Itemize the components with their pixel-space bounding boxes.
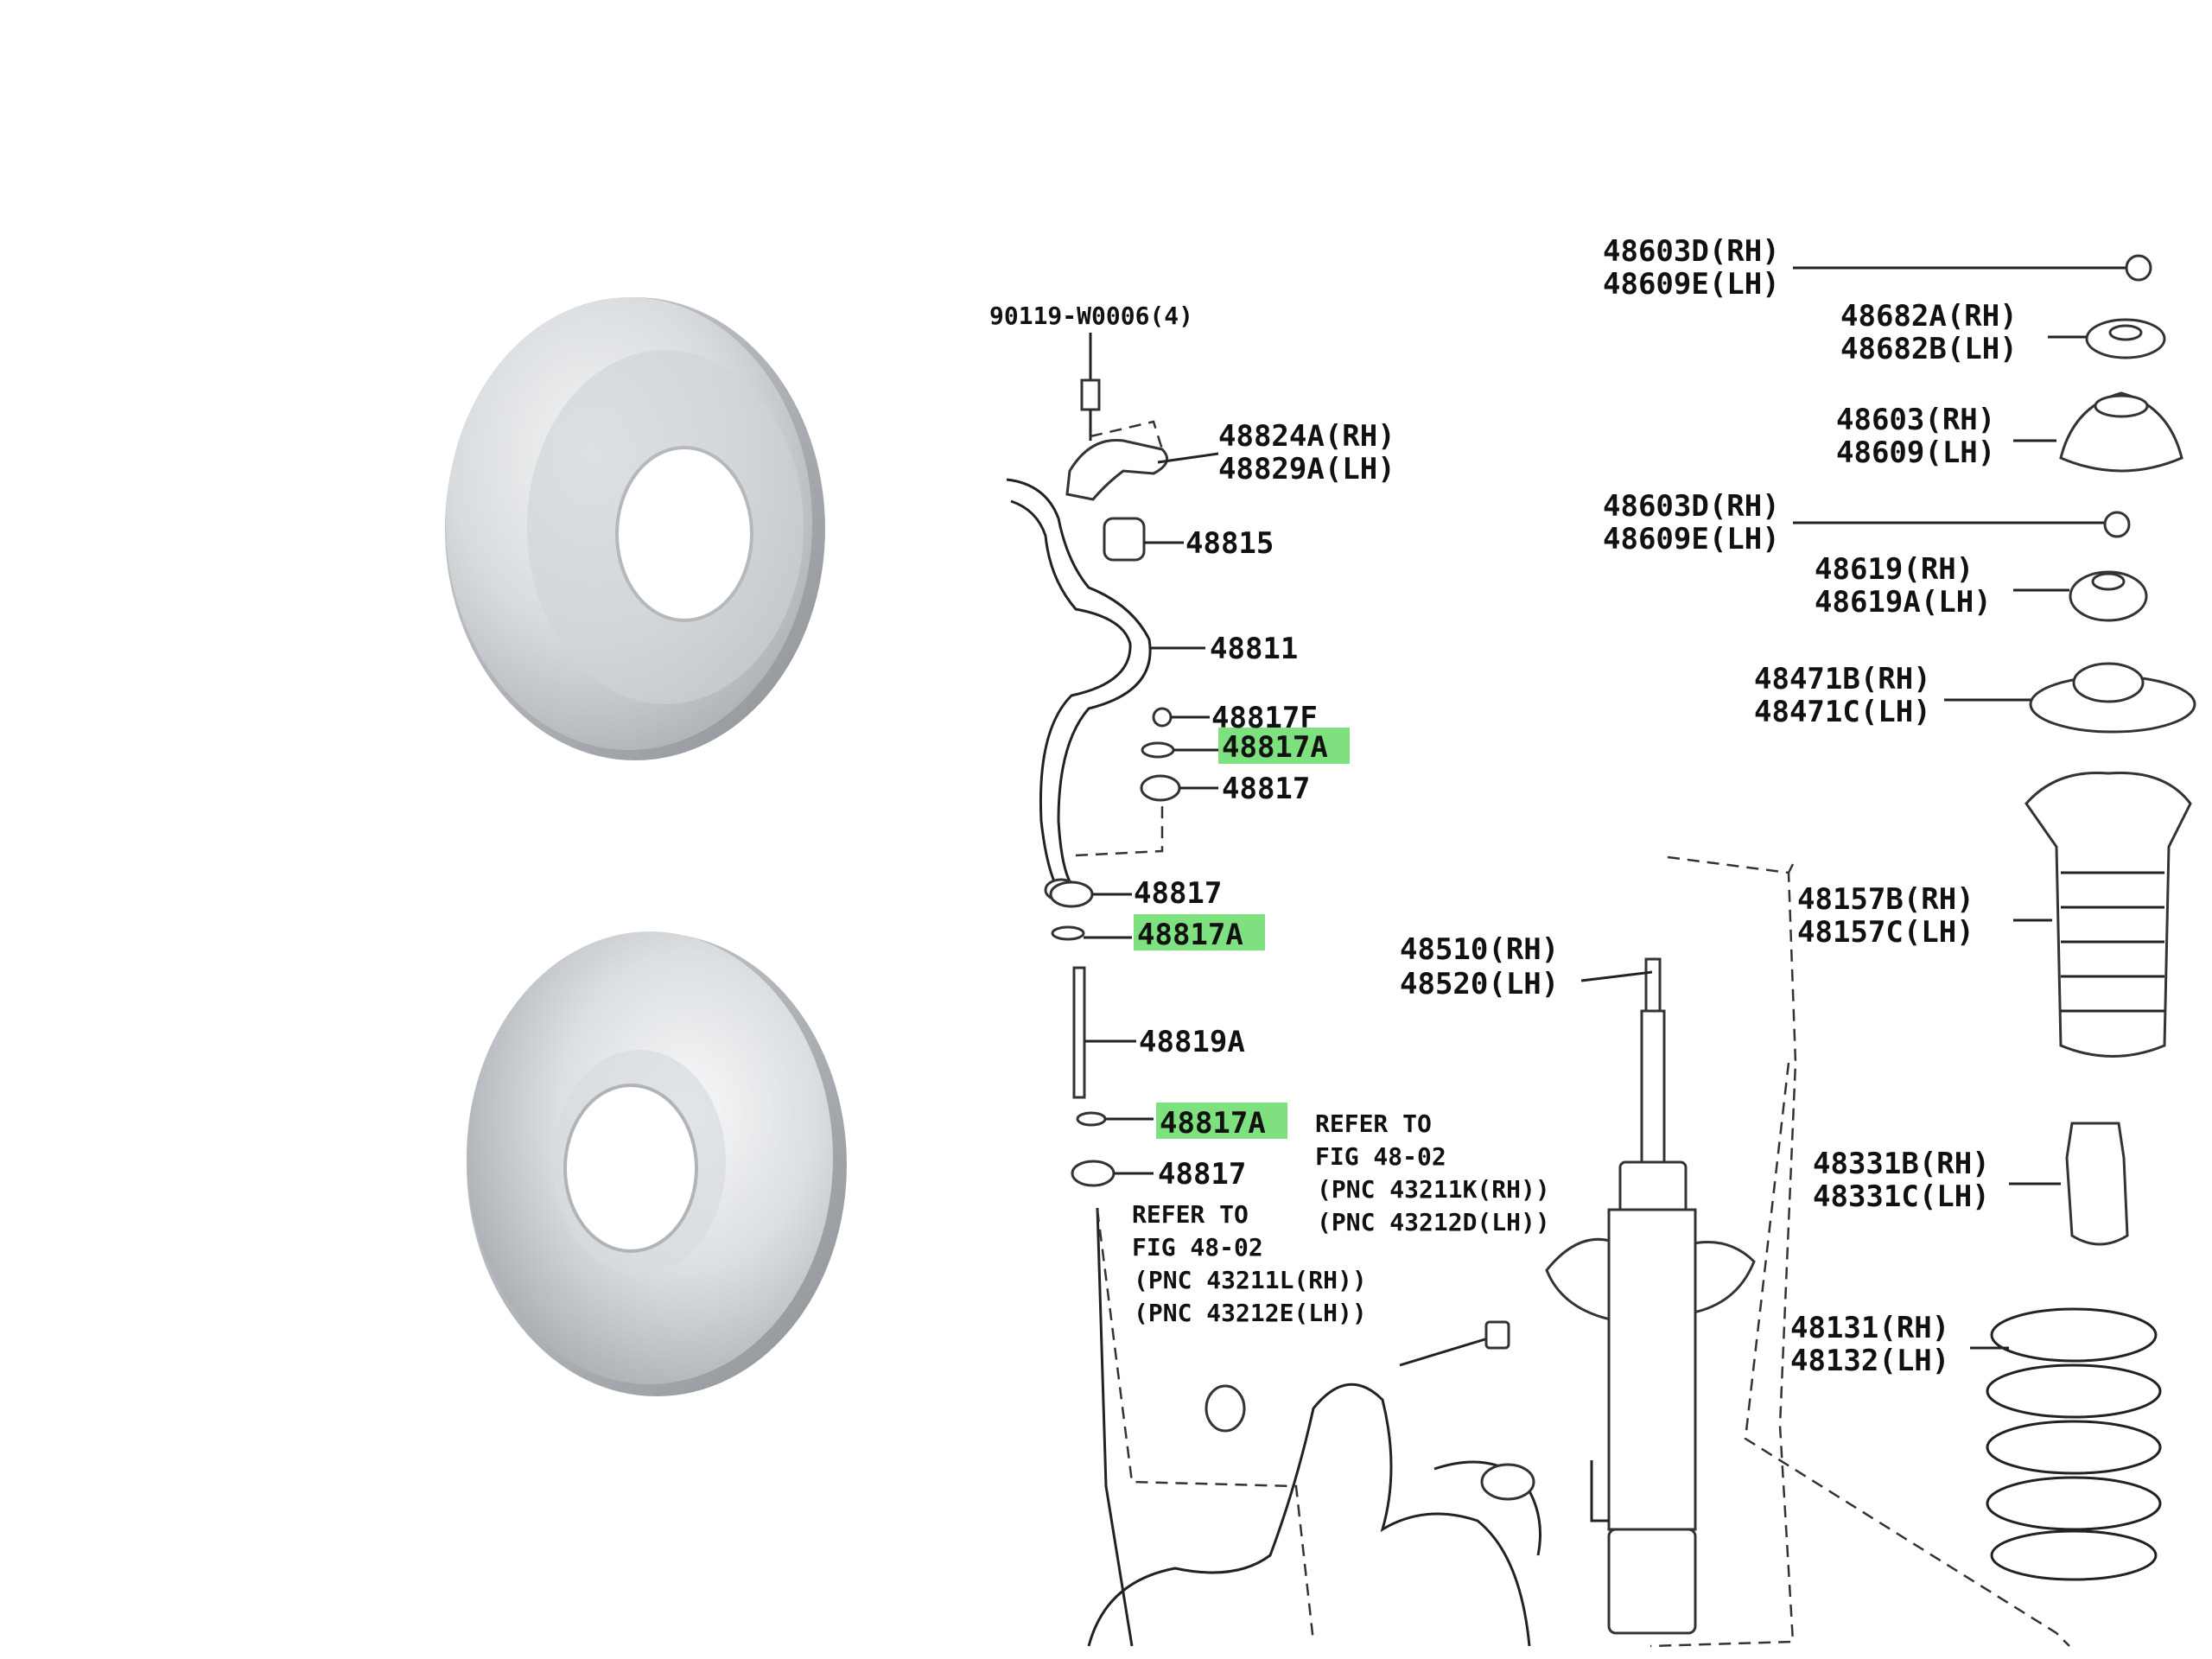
refer-left-line-2: FIG 48-02: [1132, 1233, 1263, 1262]
label-nut2-rh: 48603D(RH): [1603, 489, 1780, 524]
upper-mount-part: [2059, 391, 2183, 473]
bushing-part: [1103, 517, 1146, 562]
label-strut-lh: 48520(LH): [1400, 967, 1559, 1001]
refer-left-line-4: (PNC 43212E(LH)): [1134, 1299, 1367, 1327]
refer-mid-line-3: (PNC 43211K(RH)): [1317, 1175, 1550, 1204]
coil-spring-part: [1986, 1307, 2162, 1581]
label-stabilizer-bar: 48811: [1210, 632, 1298, 666]
label-cushion-3: 48817: [1158, 1157, 1246, 1192]
top-nut-part: [2125, 254, 2152, 282]
strut-body: [1607, 1208, 1697, 1531]
retainer-part-2: [1051, 925, 1085, 941]
label-boot-rh: 48157B(RH): [1797, 882, 1974, 917]
label-bushing: 48815: [1185, 526, 1274, 561]
highlight-box-1: [1218, 728, 1350, 764]
bracket-part: [1065, 438, 1169, 501]
highlight-box-2: [1134, 914, 1265, 950]
label-bump-rh: 48331B(RH): [1813, 1147, 1990, 1181]
refer-mid-line-4: (PNC 43212D(LH)): [1317, 1208, 1550, 1236]
strut-rod: [1640, 1009, 1666, 1168]
nut-2-part: [2103, 511, 2131, 538]
label-seat-rh: 48471B(RH): [1754, 662, 1931, 696]
bearing-part: [2069, 570, 2148, 622]
label-boot-lh: 48157C(LH): [1797, 915, 1974, 950]
label-link: 48819A: [1139, 1025, 1245, 1059]
refer-mid-line-1: REFER TO: [1315, 1109, 1432, 1138]
label-bearing-lh: 48619A(LH): [1815, 585, 1992, 620]
label-nut-48817f: 48817F: [1211, 701, 1318, 735]
label-nut2-lh: 48609E(LH): [1603, 522, 1780, 556]
label-cushion-1: 48817: [1222, 772, 1310, 806]
label-seat-lh: 48471C(LH): [1754, 695, 1931, 729]
label-retainer-1: 48817A: [1222, 730, 1328, 765]
label-retainer-3: 48817A: [1160, 1106, 1266, 1141]
label-cap-rh: 48682A(RH): [1840, 299, 2018, 334]
label-spring-lh: 48132(LH): [1790, 1344, 1949, 1378]
label-bump-lh: 48331C(LH): [1813, 1179, 1990, 1214]
retainer-part-3: [1076, 1111, 1107, 1127]
link-part: [1072, 966, 1086, 1099]
label-mount-lh: 48609(LH): [1836, 435, 1995, 470]
label-bracket-lh: 48829A(LH): [1218, 452, 1395, 486]
label-spring-rh: 48131(RH): [1790, 1311, 1949, 1345]
boot-part: [2024, 771, 2192, 1058]
bolt-part: [1080, 378, 1101, 411]
bump-stop-part: [2065, 1122, 2129, 1246]
label-cushion-2: 48817: [1134, 876, 1222, 911]
retainer-part-1: [1141, 741, 1175, 759]
cushion-part-3: [1071, 1160, 1116, 1187]
label-cap-lh: 48682B(LH): [1840, 332, 2018, 366]
refer-mid-line-2: FIG 48-02: [1315, 1142, 1446, 1171]
label-retainer-2: 48817A: [1137, 918, 1243, 952]
highlight-box-3: [1156, 1103, 1287, 1139]
label-bracket-rh: 48824A(RH): [1218, 419, 1395, 454]
refer-left-line-1: REFER TO: [1132, 1200, 1249, 1229]
lower-washer-photo: [467, 931, 847, 1396]
label-bearing-rh: 48619(RH): [1815, 552, 1974, 587]
cushion-part-2: [1049, 880, 1094, 908]
cushion-part-1: [1140, 774, 1181, 802]
stabilizer-assembly: [1006, 333, 1219, 1187]
strut-rod-tip: [1644, 957, 1662, 1013]
callout-labels: 90119-W0006(4) 48824A(RH) 48829A(LH) 488…: [989, 234, 2018, 1378]
label-bolt: 90119-W0006(4): [989, 302, 1193, 330]
label-mount-rh: 48603(RH): [1836, 403, 1995, 437]
mount-stack: [1744, 254, 2196, 1647]
knuckle-assembly: [1087, 1207, 1541, 1647]
nut-48817f-part: [1152, 707, 1173, 728]
label-strut-rh: 48510(RH): [1400, 932, 1559, 967]
refer-left-line-3: (PNC 43211L(RH)): [1134, 1266, 1367, 1294]
label-top-nut-rh: 48603D(RH): [1603, 234, 1780, 269]
label-top-nut-lh: 48609E(LH): [1603, 267, 1780, 302]
strut-assembly: [1545, 855, 1797, 1648]
upper-washer-photo: [445, 297, 825, 760]
